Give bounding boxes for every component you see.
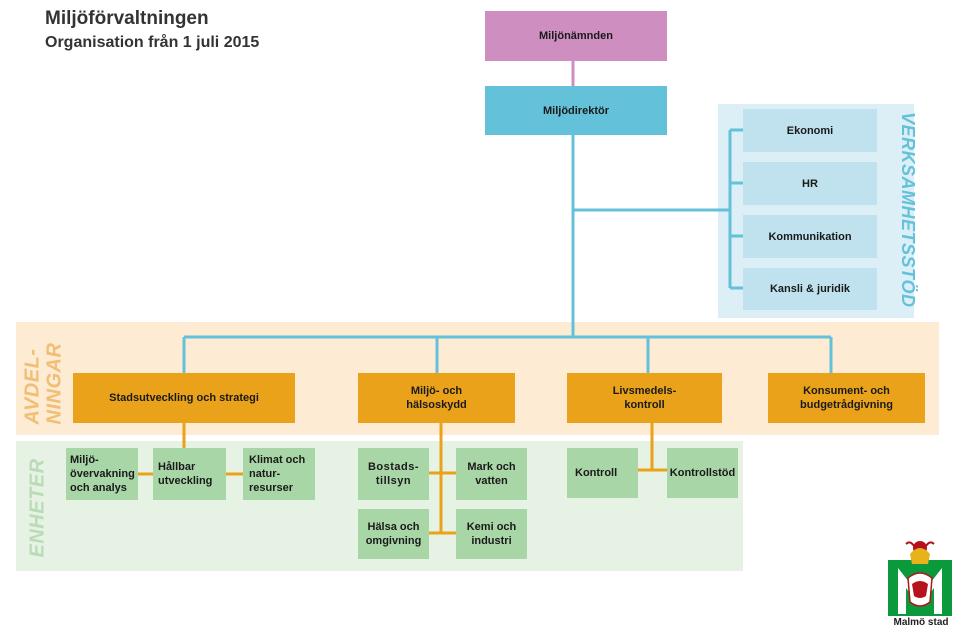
unit-bostadstillsyn: Bostads- tillsyn xyxy=(358,448,429,500)
unit-kontrollstod: Kontrollstöd xyxy=(667,448,738,498)
verksamhetsstod-label: VERKSAMHETSSTÖD xyxy=(898,112,918,308)
page-title: Miljöförvaltningen xyxy=(45,8,209,29)
enheter-label: ENHETER xyxy=(20,458,50,558)
ekonomi-box: Ekonomi xyxy=(743,109,877,152)
avdelningar-label-line2: NINGAR xyxy=(43,342,66,425)
unit-miljoovervakning: Miljö- övervakning och analys xyxy=(66,448,138,500)
unit-kontroll: Kontroll xyxy=(567,448,638,498)
unit-hallbar-utveckling: Hållbar utveckling xyxy=(153,448,226,500)
avdelningar-label: AVDEL- NINGAR xyxy=(18,343,68,425)
unit-klimat: Klimat och natur- resurser xyxy=(243,448,315,500)
unit-mark-vatten: Mark och vatten xyxy=(456,448,527,500)
miljodirektor-box: Miljödirektör xyxy=(485,86,667,135)
miljonamnden-box: Miljönämnden xyxy=(485,11,667,61)
page-subtitle: Organisation från 1 juli 2015 xyxy=(45,34,260,51)
avdelningar-label-line1: AVDEL- xyxy=(21,348,44,425)
malmo-stad-logo xyxy=(888,541,952,616)
unit-kemi-industri: Kemi och industri xyxy=(456,509,527,559)
dept-miljo-halsoskydd: Miljö- och hälsoskydd xyxy=(358,373,515,423)
kommunikation-box: Kommunikation xyxy=(743,215,877,258)
dept-stadsutveckling: Stadsutveckling och strategi xyxy=(73,373,295,423)
unit-halsa-omgivning: Hälsa och omgivning xyxy=(358,509,429,559)
enheter-label-text: ENHETER xyxy=(26,458,49,558)
kansli-juridik-box: Kansli & juridik xyxy=(743,268,877,310)
malmo-stad-logo-text: Malmö stad xyxy=(893,617,949,628)
dept-livsmedelskontroll: Livsmedels- kontroll xyxy=(567,373,722,423)
dept-konsument: Konsument- och budgetrådgivning xyxy=(768,373,925,423)
hr-box: HR xyxy=(743,162,877,205)
